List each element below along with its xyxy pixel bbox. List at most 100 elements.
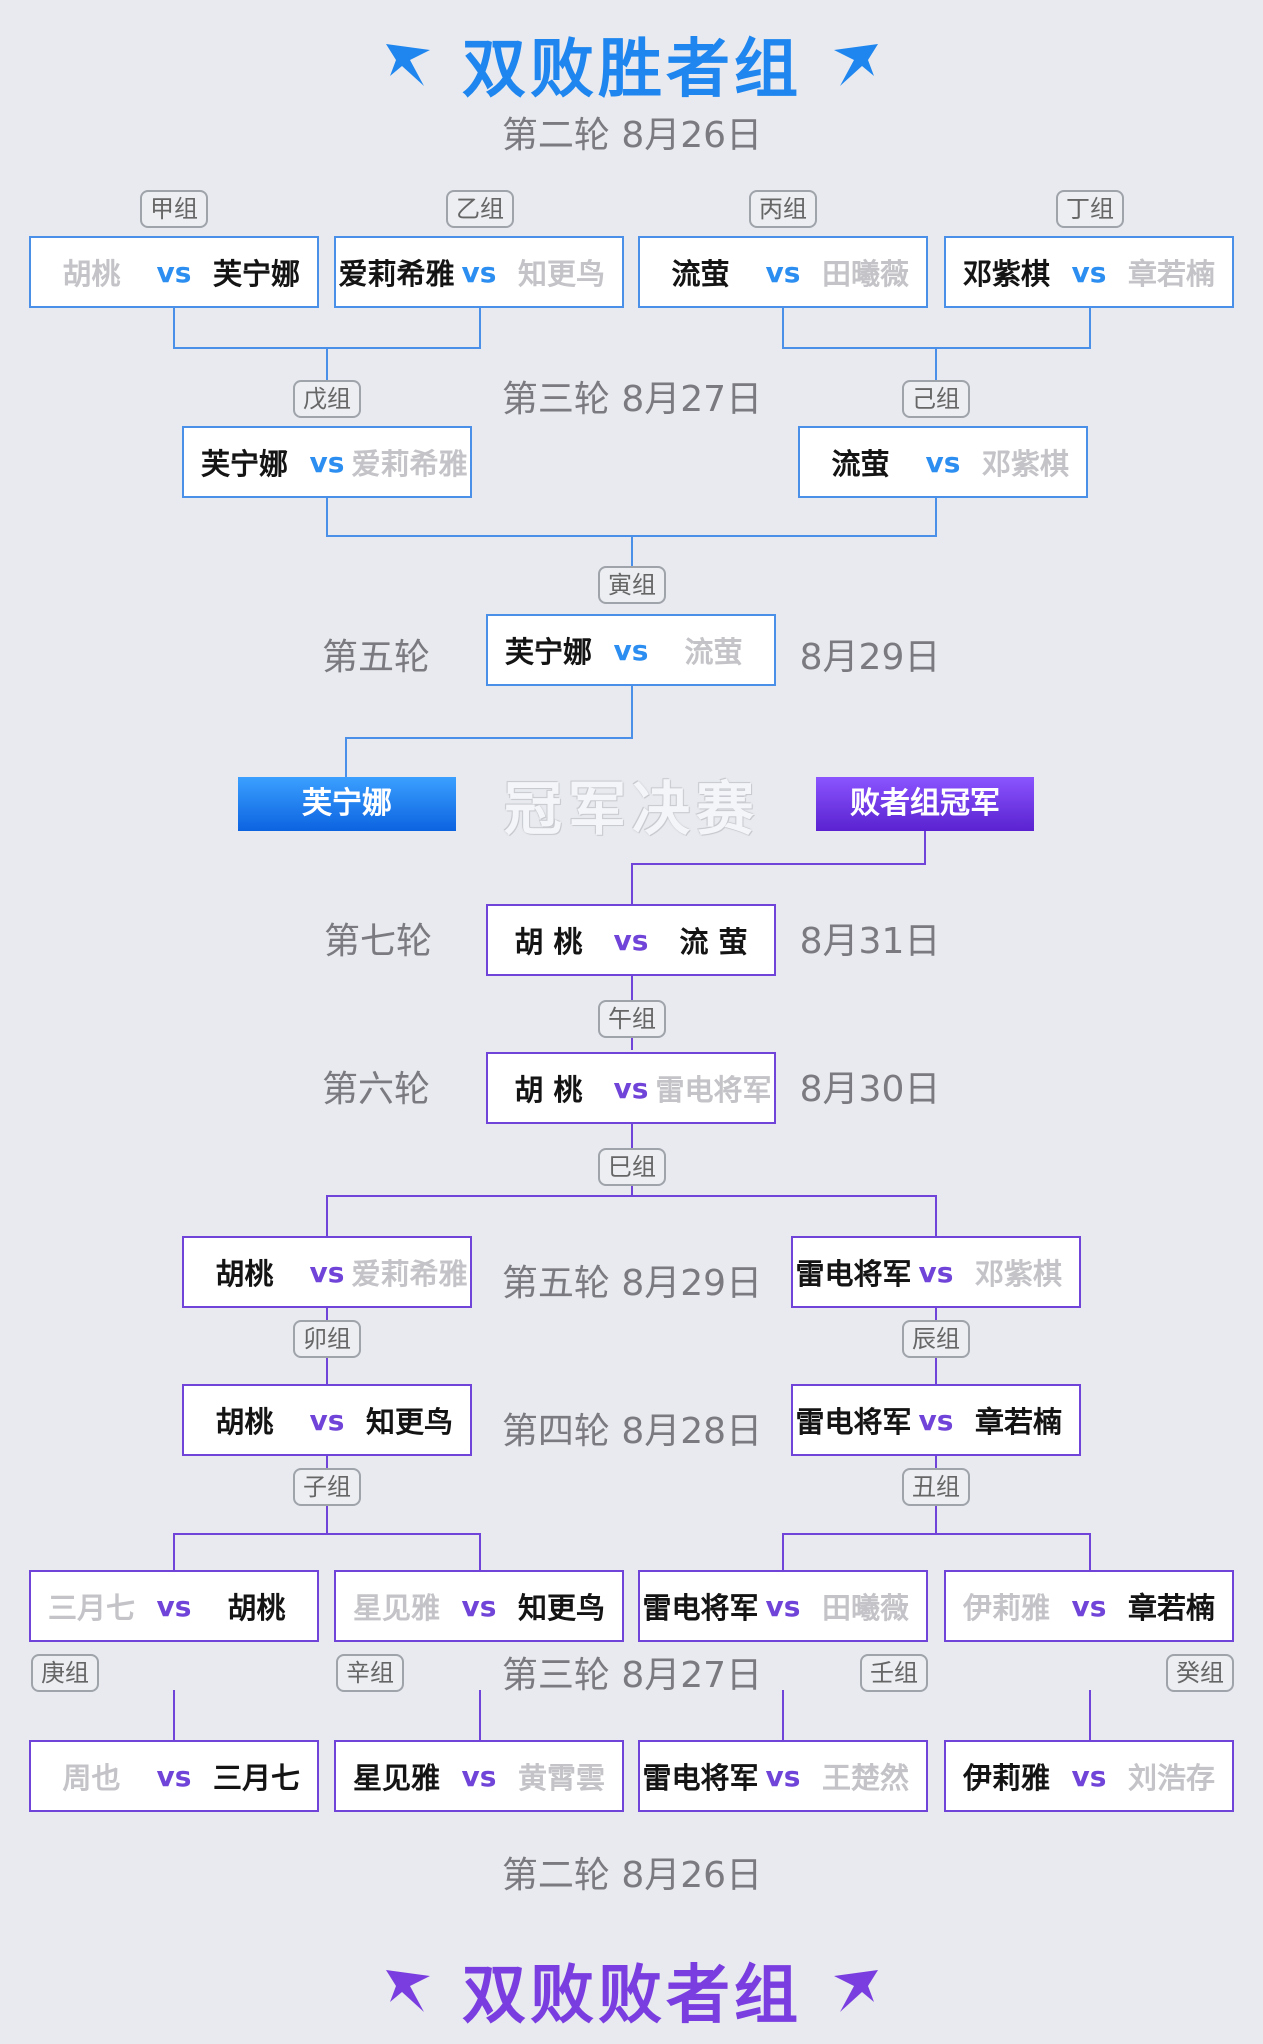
losers-title-text: 双败败者组 xyxy=(462,1959,802,2033)
player-a: 伊莉雅 xyxy=(962,1591,1050,1625)
player-b: 章若楠 xyxy=(1127,1591,1215,1625)
player-b: 胡桃 xyxy=(227,1591,286,1625)
player-b: 流 萤 xyxy=(679,925,748,959)
player-b: 知更鸟 xyxy=(517,257,605,291)
final-title: 冠军决赛 xyxy=(503,775,761,843)
player-b: 王楚然 xyxy=(821,1761,909,1795)
player-b: 田曦薇 xyxy=(821,1591,909,1625)
losers-connectors xyxy=(173,830,1091,1740)
player-a: 雷电将军 xyxy=(642,1761,759,1795)
group-tag-zi: 子组 xyxy=(293,1468,361,1506)
group-tag-jia: 甲组 xyxy=(140,190,208,228)
player-a: 三月七 xyxy=(47,1591,135,1625)
player-b: 田曦薇 xyxy=(821,257,909,291)
player-a: 芙宁娜 xyxy=(504,635,592,669)
match-round3-a[interactable]: 三月七 vs 胡桃 xyxy=(29,1570,319,1642)
group-tag-yin: 寅组 xyxy=(598,566,666,604)
star-icon xyxy=(380,1962,436,2018)
winners-round2-label: 第二轮 8月26日 xyxy=(501,115,763,156)
losers-round7-label: 第七轮 xyxy=(323,921,433,962)
vs-label: vs xyxy=(309,1403,345,1437)
winners-round3-label: 第三轮 8月27日 xyxy=(501,379,763,420)
losers-round5-label: 第五轮 8月29日 xyxy=(501,1263,763,1304)
losers-round7-date: 8月31日 xyxy=(799,921,941,962)
player-b: 邓紫棋 xyxy=(981,447,1069,481)
vs-label: vs xyxy=(765,1759,801,1793)
match-bing[interactable]: 流萤 vs 田曦薇 xyxy=(638,236,928,308)
vs-label: vs xyxy=(613,1071,649,1105)
losers-round4-label: 第四轮 8月28日 xyxy=(501,1411,763,1452)
player-a: 胡桃 xyxy=(62,257,121,291)
group-tag-xin: 辛组 xyxy=(336,1654,404,1692)
player-b: 三月七 xyxy=(212,1761,300,1795)
winners-round5-date: 8月29日 xyxy=(799,637,941,678)
vs-label: vs xyxy=(1071,1759,1107,1793)
group-tag-ding: 丁组 xyxy=(1056,190,1124,228)
vs-label: vs xyxy=(309,445,345,479)
group-tag-geng: 庚组 xyxy=(31,1654,99,1692)
final-winners-side[interactable]: 芙宁娜 xyxy=(238,777,456,831)
star-icon xyxy=(828,1962,884,2018)
player-a: 雷电将军 xyxy=(642,1591,759,1625)
match-round3-d[interactable]: 伊莉雅 vs 章若楠 xyxy=(944,1570,1234,1642)
vs-label: vs xyxy=(918,1255,954,1289)
vs-label: vs xyxy=(461,1589,497,1623)
winners-title: 双败胜者组 xyxy=(332,18,932,110)
player-a: 胡桃 xyxy=(215,1257,274,1291)
player-a: 雷电将军 xyxy=(795,1257,912,1291)
vs-label: vs xyxy=(1071,1589,1107,1623)
vs-label: vs xyxy=(613,923,649,957)
player-b: 章若楠 xyxy=(974,1405,1062,1439)
player-b: 流萤 xyxy=(684,635,743,669)
group-tag-chen: 辰组 xyxy=(902,1320,970,1358)
player-b: 知更鸟 xyxy=(517,1591,605,1625)
player-a: 流萤 xyxy=(671,257,730,291)
group-tag-wu2: 午组 xyxy=(598,1000,666,1038)
player-a: 爱莉希雅 xyxy=(338,257,455,291)
player-a: 芙宁娜 xyxy=(200,447,288,481)
losers-round6-date: 8月30日 xyxy=(799,1069,941,1110)
losers-round3-label: 第三轮 8月27日 xyxy=(501,1655,763,1696)
vs-label: vs xyxy=(918,1403,954,1437)
player-a: 周也 xyxy=(62,1761,121,1795)
losers-title: 双败败者组 xyxy=(332,1944,932,2036)
star-icon xyxy=(380,36,436,92)
losers-round2-label: 第二轮 8月26日 xyxy=(501,1855,763,1896)
group-tag-wu: 戊组 xyxy=(293,380,361,418)
player-a: 星见雅 xyxy=(352,1591,440,1625)
group-tag-yi: 乙组 xyxy=(446,190,514,228)
vs-label: vs xyxy=(765,1589,801,1623)
player-a: 星见雅 xyxy=(352,1761,440,1795)
vs-label: vs xyxy=(765,255,801,289)
player-b: 邓紫棋 xyxy=(974,1257,1062,1291)
final-losers-side[interactable]: 败者组冠军 xyxy=(816,777,1034,831)
vs-label: vs xyxy=(309,1255,345,1289)
group-tag-ren: 壬组 xyxy=(860,1654,928,1692)
player-b: 刘浩存 xyxy=(1127,1761,1215,1795)
player-a: 胡桃 xyxy=(215,1405,274,1439)
group-tag-ji: 己组 xyxy=(902,380,970,418)
player-b: 黄霄雲 xyxy=(517,1761,605,1795)
vs-label: vs xyxy=(156,1589,192,1623)
player-a: 邓紫棋 xyxy=(962,257,1050,291)
vs-label: vs xyxy=(156,255,192,289)
vs-label: vs xyxy=(1071,255,1107,289)
match-round3-b[interactable]: 星见雅 vs 知更鸟 xyxy=(334,1570,624,1642)
